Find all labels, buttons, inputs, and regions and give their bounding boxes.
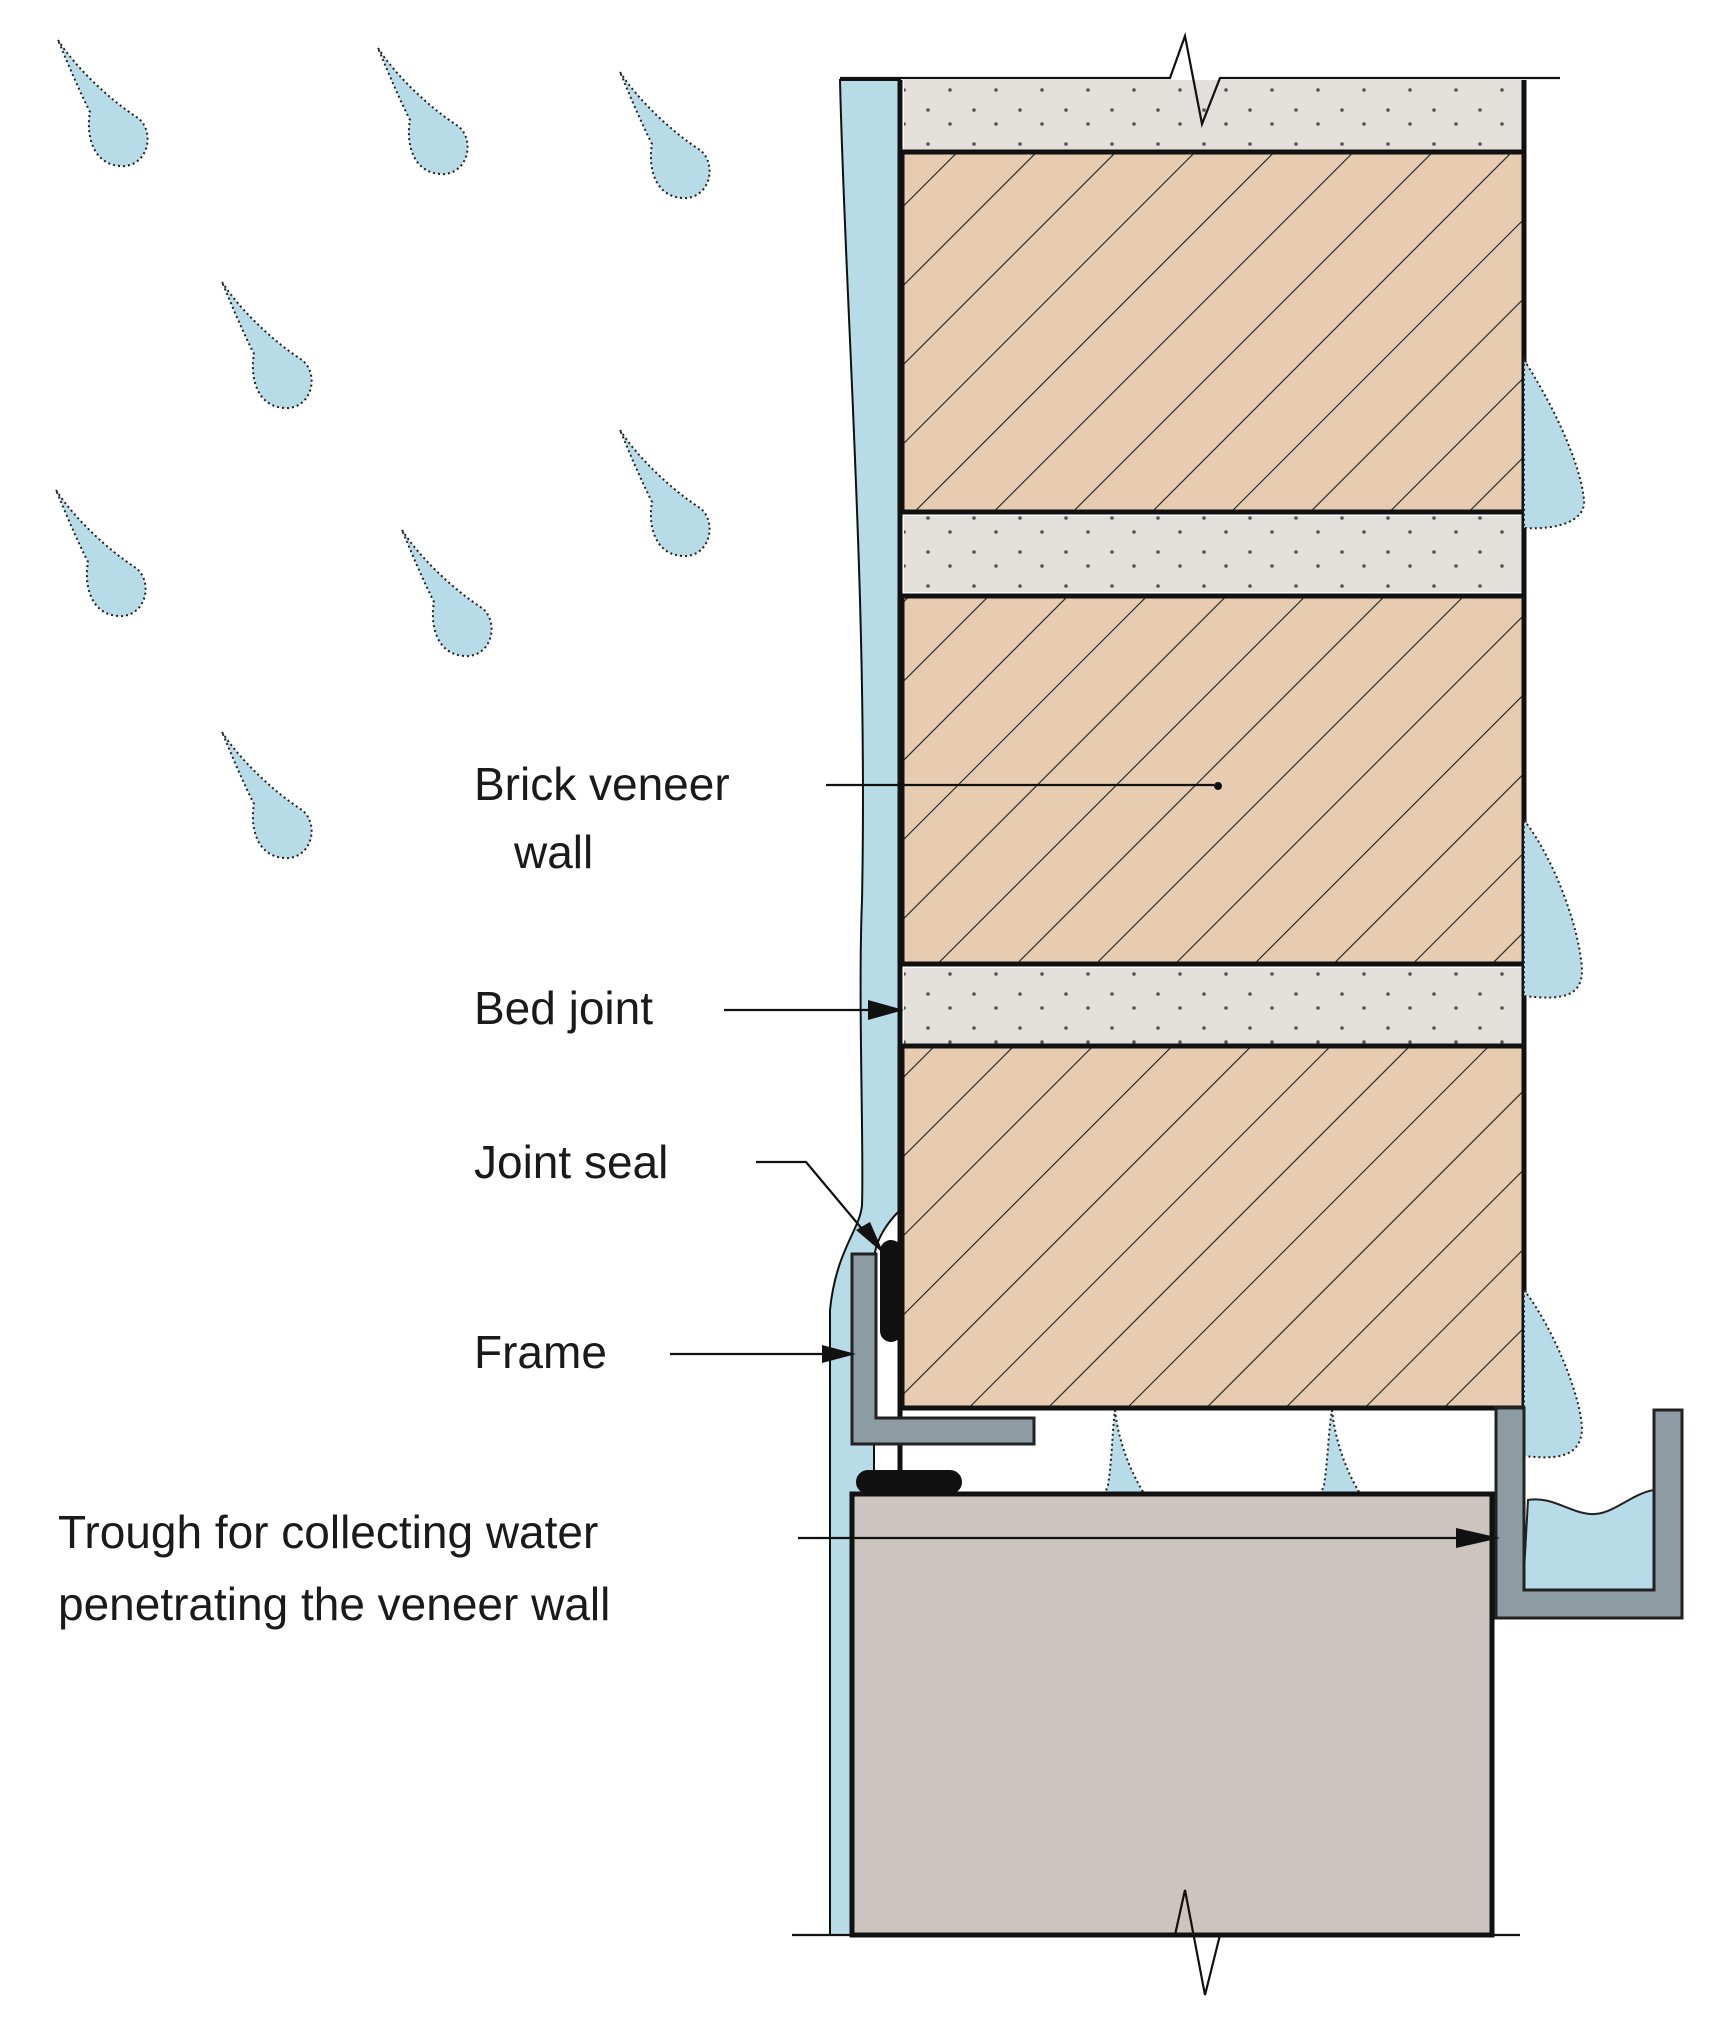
raindrops: [55, 39, 711, 860]
leader-bed-joint-arrow: [868, 1000, 904, 1020]
brick-2: [899, 593, 1527, 967]
water-drips-back: [1523, 356, 1586, 1459]
brick-1: [899, 149, 1527, 515]
frame-angle: [850, 1252, 1036, 1446]
support-block: [849, 1491, 1495, 1938]
joint-seal-vertical: [880, 1240, 902, 1342]
raindrop: [55, 489, 147, 618]
bottom-break-line: [792, 1889, 1520, 1996]
label-bed-joint: Bed joint: [474, 982, 653, 1034]
brick-3: [899, 1043, 1527, 1411]
raindrop: [619, 429, 711, 558]
top-break-line: [840, 31, 1560, 152]
label-joint-seal: Joint seal: [474, 1136, 668, 1188]
label-brick-veneer-line2: wall: [513, 826, 593, 878]
label-trough-line1: Trough for collecting water: [58, 1506, 598, 1558]
bed-joint-lower: [904, 968, 1522, 1044]
leader-brick-veneer-dot: [1214, 782, 1222, 790]
leader-joint-seal: [756, 1160, 869, 1237]
raindrop: [377, 47, 469, 176]
trough: [1494, 1406, 1684, 1620]
joint-seal-horizontal: [856, 1470, 962, 1494]
leader-joint-seal-arrow: [856, 1222, 884, 1254]
raindrop: [221, 731, 313, 860]
label-trough-line2: penetrating the veneer wall: [58, 1578, 610, 1630]
leader-trough-arrow: [1456, 1528, 1500, 1548]
bed-joint-upper: [904, 516, 1522, 592]
label-frame: Frame: [474, 1326, 607, 1378]
leader-frame-arrow: [822, 1345, 856, 1363]
raindrop: [221, 281, 313, 410]
label-brick-veneer-line1: Brick veneer: [474, 758, 730, 810]
raindrop: [619, 71, 711, 200]
leader-lines: [670, 782, 1500, 1548]
raindrop: [57, 39, 149, 168]
raindrop: [401, 529, 493, 658]
